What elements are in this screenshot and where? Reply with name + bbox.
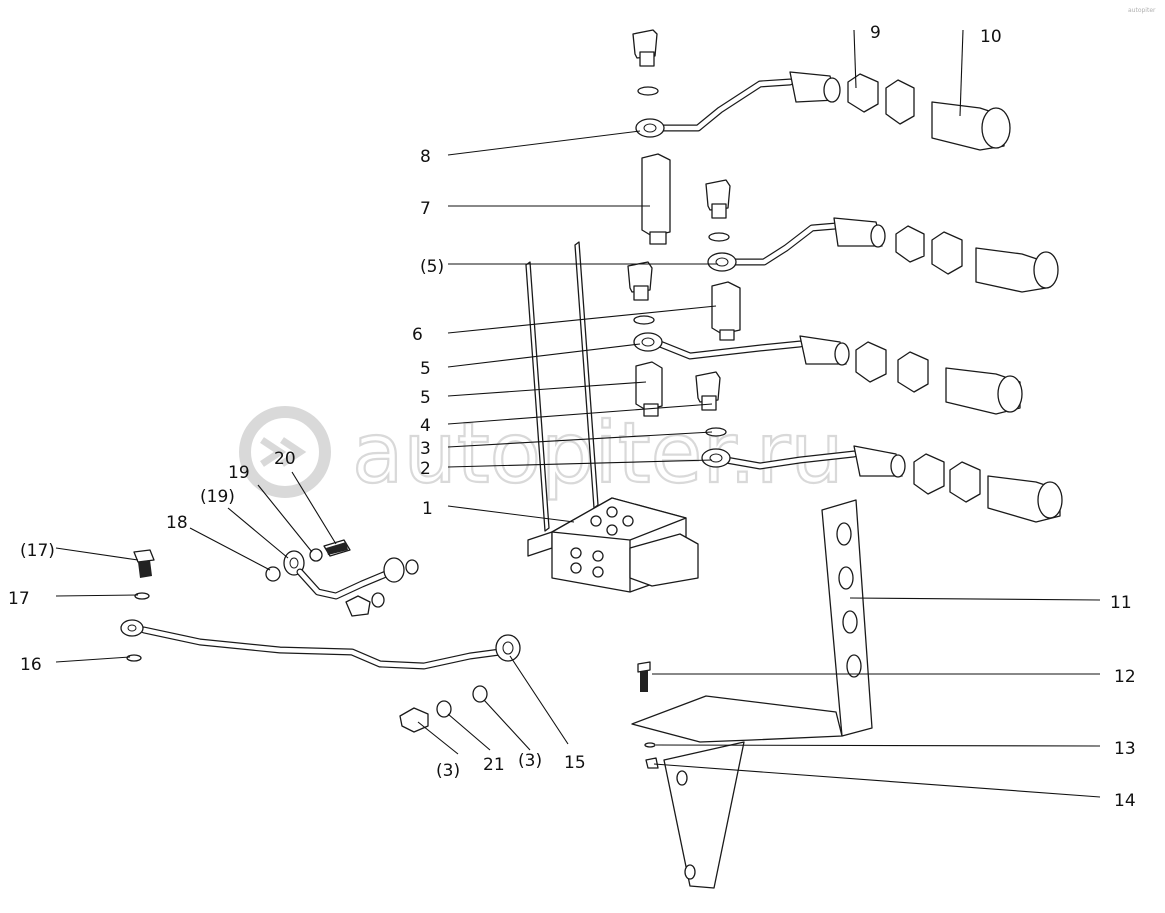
callout-10: 9 [870,23,881,43]
valve-block [527,497,699,593]
callout-21: 20 [274,449,296,469]
callout-5-paren: 6 [412,325,423,345]
corner-watermark: autopiter [1128,7,1156,14]
watermark: autopiter.ru autopiter [239,7,1156,503]
callout-6: 5 [420,359,431,379]
callout-13: 12 [1114,667,1136,687]
watermark-logo-ring [239,406,331,498]
callout-17: 16 [20,655,42,675]
long-pipe-assembly [120,549,521,733]
mounting-bracket [631,499,873,889]
leader-lines [55,29,1101,798]
middle-pipe-assembly [627,261,1023,415]
callout-3: 3 [420,439,431,459]
upper-pipe-assembly [632,29,1011,151]
callout-3-paren-b: (3) [518,751,542,771]
watermark-text: autopiter.ru [352,404,844,502]
callout-17-paren: 17 [8,589,30,609]
callout-8: 7 [420,199,431,219]
callout-19-paren: 19 [228,463,250,483]
callout-3-paren-a: 21 [483,755,505,775]
small-pipe-assembly [265,539,419,617]
callout-2: 2 [420,459,431,479]
callout-12: 11 [1110,593,1132,613]
callout-7: (5) [420,257,444,277]
callout-15: 14 [1114,791,1136,811]
callout-11: 10 [980,27,1002,47]
callout-20: (19) [200,487,235,507]
callout-19: 18 [166,513,188,533]
callout-16: 15 [564,753,586,773]
callout-5: 5 [420,388,431,408]
callout-18: (17) [20,541,55,561]
callout-4: 4 [420,416,431,436]
watermark-logo-chevrons [260,437,307,467]
callout-1: 1 [422,499,433,519]
callout-9: 8 [420,147,431,167]
callout-4-paren: (3) [436,761,460,781]
lower-pipe-assembly [635,361,1063,523]
callout-14: 13 [1114,739,1136,759]
middle-upper-pipe-assembly [641,153,1059,293]
callout-labels: 8 7 (5) 6 5 5 4 3 2 1 9 10 11 12 13 14 1… [8,23,1136,811]
